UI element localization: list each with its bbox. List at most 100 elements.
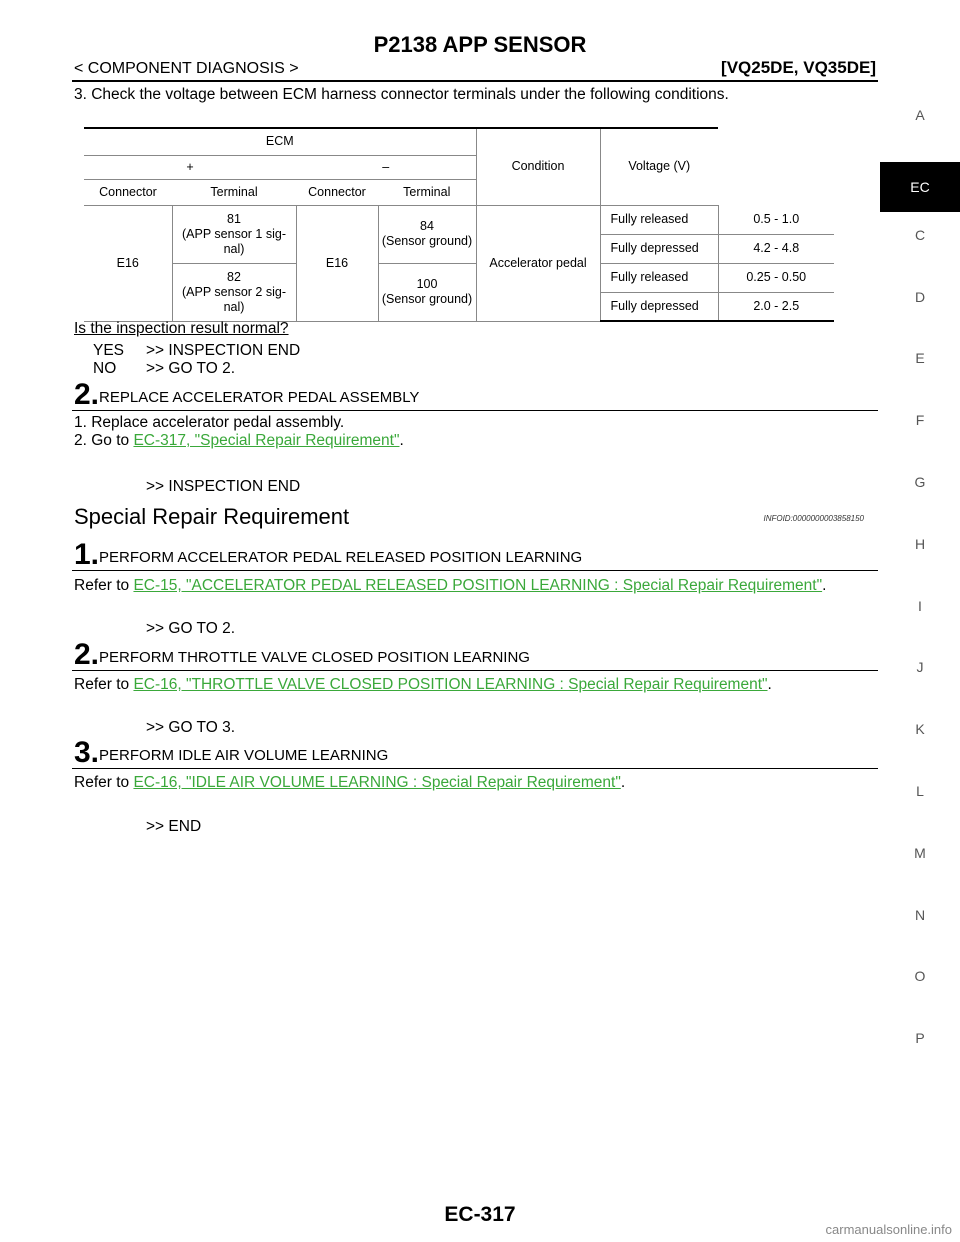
info-id: INFOID:0000000003858150 [763,514,864,523]
cell-terminal-84: 84 (Sensor ground) [377,205,476,264]
cell-voltage-1: 0.5 - 1.0 [717,205,834,235]
index-item-n[interactable]: N [914,906,926,923]
th-minus: – [296,155,476,180]
sr-step3-result: >> END [146,818,202,835]
step2-line2: 2. Go to EC-317, "Special Repair Require… [74,432,404,450]
terminal-81-desc-cont: nal) [223,241,245,256]
cell-terminal-82: 82 (APP sensor 2 sig- nal) [171,263,296,322]
sr-step3-divider [72,768,878,769]
step2-title: REPLACE ACCELERATOR PEDAL ASSEMBLY [99,389,420,406]
cell-condition: Accelerator pedal [475,205,600,322]
sr-step3-number: 3. [74,736,100,769]
inspection-question: Is the inspection result normal? [74,320,289,337]
step2-line1: 1. Replace accelerator pedal assembly. [74,414,345,431]
th-terminal-minus: Terminal [378,179,476,206]
index-item-o[interactable]: O [914,968,926,985]
engine-model-label: [VQ25DE, VQ35DE] [721,58,876,77]
yes-result: >> INSPECTION END [146,342,301,359]
th-plus: + [84,155,296,180]
sr-step1-refer: Refer to EC-15, "ACCELERATOR PEDAL RELEA… [74,577,826,595]
idle-air-volume-learning-link[interactable]: EC-16, "IDLE AIR VOLUME LEARNING : Speci… [133,774,621,791]
th-connector: Connector [84,179,172,206]
page-number: EC-317 [444,1203,516,1226]
step2-result: >> INSPECTION END [146,478,301,495]
index-item-h[interactable]: H [914,535,926,552]
terminal-100-number: 100 [416,277,438,291]
index-item-c[interactable]: C [914,226,926,243]
index-item-i[interactable]: I [918,597,922,614]
sr-step2-period: . [767,676,772,693]
step3-instruction: 3. Check the voltage between ECM harness… [74,86,729,103]
cell-state-2: Fully depressed [599,234,718,264]
step2-divider [72,410,878,411]
cell-terminal-81: 81 (APP sensor 1 sig- nal) [171,205,296,264]
terminal-82-desc-cont: nal) [223,299,245,314]
sr-step3-period: . [620,774,626,791]
voltage-spec-table: ECM Condition Voltage (V) + – Connector … [84,127,834,322]
header-divider [72,80,878,82]
breadcrumb: < COMPONENT DIAGNOSIS > [74,60,299,77]
sr-step3-title: PERFORM IDLE AIR VOLUME LEARNING [99,747,389,764]
cell-state-4: Fully depressed [599,292,718,322]
sr-step1-result: >> GO TO 2. [146,620,236,637]
sr-step1-heading: 1.PERFORM ACCELERATOR PEDAL RELEASED POS… [74,538,582,572]
cell-state-1: Fully released [599,205,718,235]
yes-label: YES [93,342,125,359]
sr-step3-refer-text: Refer to [74,774,134,791]
th-ecm: ECM [84,127,476,156]
special-repair-link[interactable]: EC-317, "Special Repair Requirement" [133,432,400,449]
sr-step1-divider [72,570,878,571]
cell-connector-plus: E16 [84,205,172,322]
terminal-82-number: 82 [227,269,241,284]
sr-step1-title: PERFORM ACCELERATOR PEDAL RELEASED POSIT… [99,549,583,566]
step2-goto-text: 2. Go to [74,432,134,449]
no-label: NO [93,360,117,377]
sr-step1-refer-text: Refer to [74,577,134,594]
index-item-k[interactable]: K [915,721,925,738]
index-item-a[interactable]: A [915,107,925,123]
terminal-82-desc: (APP sensor 2 sig- [182,284,286,299]
index-item-g[interactable]: G [914,473,926,490]
sr-step2-refer: Refer to EC-16, "THROTTLE VALVE CLOSED P… [74,676,772,694]
sr-step2-refer-text: Refer to [74,676,134,693]
sr-step2-number: 2. [74,638,100,671]
terminal-81-desc: (APP sensor 1 sig- [182,226,286,241]
index-item-l[interactable]: L [916,782,924,799]
th-condition: Condition [475,127,600,206]
th-terminal: Terminal [172,179,296,206]
index-item-f[interactable]: F [915,412,925,429]
index-item-d[interactable]: D [914,288,926,305]
cell-voltage-2: 4.2 - 4.8 [717,234,834,264]
sr-step3-refer: Refer to EC-16, "IDLE AIR VOLUME LEARNIN… [74,774,625,792]
index-item-e[interactable]: E [915,350,925,367]
section-index: A EC C D E F G H I J K L M N O P [880,100,960,1085]
index-item-ec[interactable]: EC [880,161,960,212]
released-position-learning-link[interactable]: EC-15, "ACCELERATOR PEDAL RELEASED POSIT… [133,577,823,594]
th-voltage: Voltage (V) [599,127,718,206]
sr-step2-heading: 2.PERFORM THROTTLE VALVE CLOSED POSITION… [74,638,530,672]
cell-terminal-100: 100 (Sensor ground) [377,263,476,322]
step2-heading: 2.REPLACE ACCELERATOR PEDAL ASSEMBLY [74,378,419,412]
sr-step2-title: PERFORM THROTTLE VALVE CLOSED POSITION L… [99,649,530,666]
index-item-j[interactable]: J [916,659,924,676]
terminal-84-number: 84 [420,219,434,233]
th-connector-minus: Connector [296,179,378,206]
index-item-m[interactable]: M [914,844,926,861]
sr-step2-result: >> GO TO 3. [146,719,236,736]
page-title: P2138 APP SENSOR [373,32,587,57]
step2-period: . [399,432,404,449]
sr-step3-heading: 3.PERFORM IDLE AIR VOLUME LEARNING [74,736,388,770]
terminal-84-desc: (Sensor ground) [381,234,473,248]
step2-number: 2. [74,378,100,411]
index-item-p[interactable]: P [915,1030,925,1047]
terminal-100-desc: (Sensor ground) [381,292,473,306]
watermark: carmanualsonline.info [825,1222,952,1237]
cell-voltage-4: 2.0 - 2.5 [717,292,834,322]
section-title: Special Repair Requirement [74,504,350,529]
throttle-valve-learning-link[interactable]: EC-16, "THROTTLE VALVE CLOSED POSITION L… [133,676,768,693]
terminal-81-number: 81 [227,211,241,226]
no-result: >> GO TO 2. [146,360,236,377]
cell-voltage-3: 0.25 - 0.50 [717,263,834,293]
sr-step1-period: . [822,577,827,594]
cell-state-3: Fully released [599,263,718,293]
